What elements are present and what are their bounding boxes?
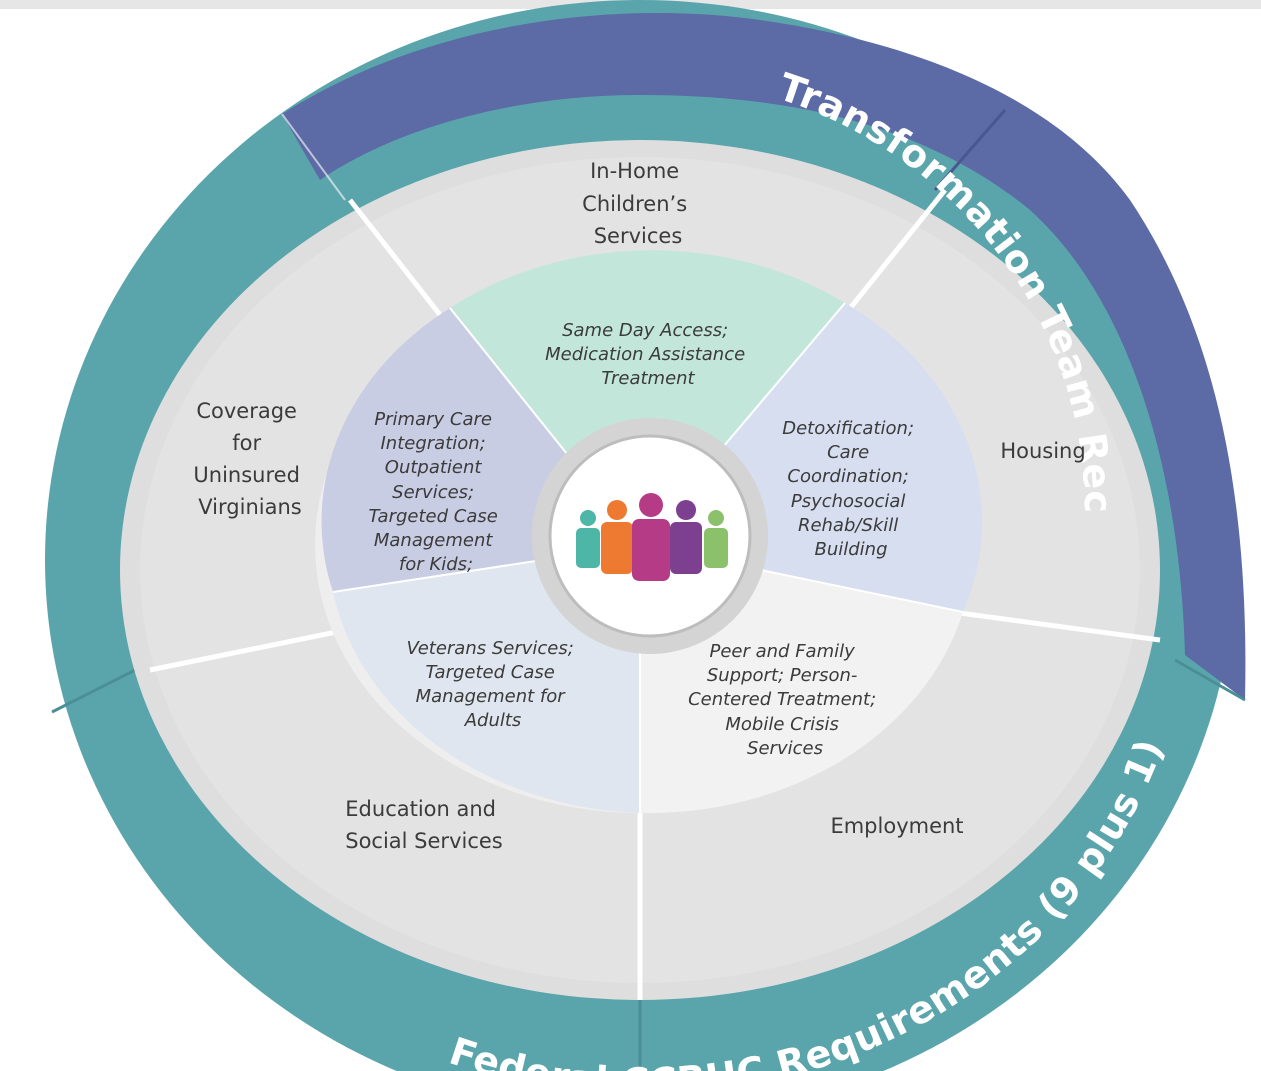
person-4-icon [670, 500, 702, 574]
person-3-icon [632, 493, 670, 581]
inner-label-bottom-right: Peer and Family Support; Person- Centere… [688, 641, 882, 759]
person-5-icon [704, 510, 728, 568]
middle-label-left: Coverage for Uninsured Virginians [193, 399, 306, 519]
outer-divider-topleft [281, 113, 346, 201]
person-2-icon [601, 500, 633, 574]
outer-ring-blue-segment [282, 12, 1246, 700]
inner-label-bottom-left: Veterans Services; Targeted Case Managem… [406, 638, 579, 731]
middle-label-right: Housing [1000, 439, 1085, 463]
inner-label-right: Detoxification; Care Coordination; Psych… [782, 418, 920, 560]
middle-label-bottom-left: Education and Social Services [345, 797, 503, 853]
inner-segment-top [450, 250, 845, 546]
person-1-icon [576, 510, 600, 568]
people-group-icon [576, 493, 728, 581]
outer-divider-topright [933, 109, 1007, 191]
inner-label-top: Same Day Access; Medication Assistance T… [545, 320, 751, 389]
inner-label-left: Primary Care Integration; Outpatient Ser… [368, 409, 503, 575]
middle-label-top: In-Home Children’s Services [582, 159, 694, 248]
middle-label-bottom-right: Employment [830, 814, 963, 838]
outer-divider-right [1174, 658, 1246, 702]
